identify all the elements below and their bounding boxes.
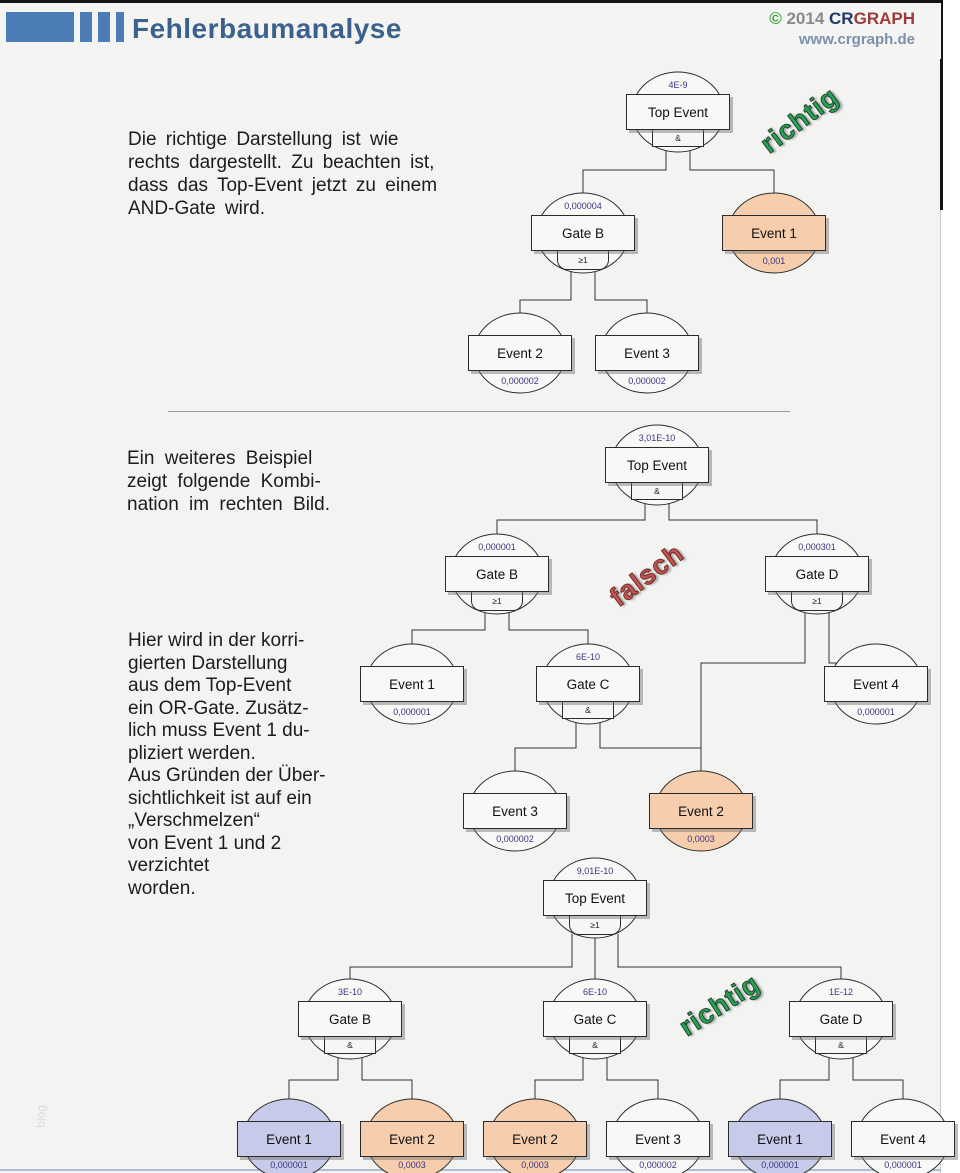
t2-gate-d-box: Gate D bbox=[765, 556, 869, 592]
t1-event-3-value: 0,000002 bbox=[628, 376, 666, 386]
paragraph-1: Die richtige Darstellung ist wie rechts … bbox=[128, 129, 438, 219]
page-bottom-rule bbox=[0, 1169, 941, 1171]
t3-event-4-value: 0,000001 bbox=[884, 1160, 922, 1170]
t1-top-event-box: Top Event bbox=[626, 94, 730, 130]
t1-and-gate-icon: & bbox=[652, 130, 704, 147]
t3-event-2b-box: Event 2 bbox=[483, 1121, 587, 1157]
section-divider bbox=[168, 411, 790, 412]
t1-event-2-value: 0,000002 bbox=[501, 376, 539, 386]
t1-event-1-value: 0,001 bbox=[762, 256, 786, 266]
t3-event-1b-box: Event 1 bbox=[728, 1121, 832, 1157]
t3-event-2a-value: 0,0003 bbox=[398, 1160, 426, 1170]
t1-top-value: 4E-9 bbox=[668, 80, 688, 90]
t1-event-1-box: Event 1 bbox=[722, 215, 826, 251]
t2-event-3-box: Event 3 bbox=[463, 793, 567, 829]
copyright-symbol: © bbox=[769, 9, 782, 28]
t2-event-2-value: 0,0003 bbox=[687, 834, 715, 844]
t3-event-1a-value: 0,000001 bbox=[270, 1160, 308, 1170]
t1-gate-b-box: Gate B bbox=[531, 215, 635, 251]
t3-event-3-box: Event 3 bbox=[606, 1121, 710, 1157]
page-title: Fehlerbaumanalyse bbox=[132, 13, 402, 44]
t2-event-3-value: 0,000002 bbox=[496, 834, 534, 844]
copyright: © 2014 CRGRAPH bbox=[769, 9, 915, 28]
t2-and-gate-icon: & bbox=[631, 483, 683, 500]
t3-gate-d-value: 1E-12 bbox=[828, 987, 854, 997]
website-link[interactable]: www.crgraph.de bbox=[798, 31, 915, 48]
t3-and-gate-c-icon: & bbox=[569, 1037, 621, 1054]
t3-top-value: 9,01E-10 bbox=[576, 866, 614, 876]
t3-and-gate-d-icon: & bbox=[815, 1037, 867, 1054]
t3-event-1b-value: 0,000001 bbox=[761, 1160, 799, 1170]
t3-gate-b-value: 3E-10 bbox=[337, 987, 363, 997]
t2-event-2-box: Event 2 bbox=[649, 793, 753, 829]
t2-top-event-box: Top Event bbox=[605, 447, 709, 483]
t3-event-2a-box: Event 2 bbox=[360, 1121, 464, 1157]
t2-or-gate-d-icon: ≥1 bbox=[791, 592, 843, 611]
logo-bar-small-2 bbox=[98, 12, 110, 42]
t3-event-4-box: Event 4 bbox=[851, 1121, 955, 1157]
t1-gate-b-value: 0,000004 bbox=[564, 201, 602, 211]
logo-bar-small-1 bbox=[80, 12, 92, 42]
t2-and-gate-c-icon: & bbox=[562, 702, 614, 719]
logo-bar-small-3 bbox=[116, 12, 124, 42]
t3-event-2b-value: 0,0003 bbox=[521, 1160, 549, 1170]
page-right-margin bbox=[940, 0, 960, 1173]
t2-event-4-value: 0,000001 bbox=[857, 707, 895, 717]
t3-gate-b-box: Gate B bbox=[298, 1001, 402, 1037]
t3-gate-d-box: Gate D bbox=[789, 1001, 893, 1037]
t1-event-3-box: Event 3 bbox=[595, 335, 699, 371]
t3-gate-c-value: 6E-10 bbox=[582, 987, 608, 997]
page-right-border bbox=[940, 0, 943, 210]
t2-gate-b-value: 0,000001 bbox=[478, 542, 516, 552]
t2-gate-d-value: 0,000301 bbox=[798, 542, 836, 552]
t1-or-gate-icon: ≥1 bbox=[557, 251, 609, 270]
t3-gate-c-box: Gate C bbox=[543, 1001, 647, 1037]
t2-event-1-box: Event 1 bbox=[360, 666, 464, 702]
t3-event-3-value: 0,000002 bbox=[639, 1160, 677, 1170]
paragraph-2: Ein weiteres Beispiel zeigt folgende Kom… bbox=[127, 448, 330, 515]
paragraph-3: Hier wird in der korri- gierten Darstell… bbox=[128, 630, 326, 899]
t2-gate-c-value: 6E-10 bbox=[575, 652, 601, 662]
header: Fehlerbaumanalyse © 2014 CRGRAPH www.crg… bbox=[0, 3, 941, 59]
t2-event-4-box: Event 4 bbox=[824, 666, 928, 702]
t3-top-event-box: Top Event bbox=[543, 880, 647, 916]
t3-or-gate-icon: ≥1 bbox=[569, 916, 621, 935]
t2-or-gate-b-icon: ≥1 bbox=[471, 592, 523, 611]
t2-gate-c-box: Gate C bbox=[536, 666, 640, 702]
t2-event-1-value: 0,000001 bbox=[393, 707, 431, 717]
t3-event-1a-box: Event 1 bbox=[237, 1121, 341, 1157]
t1-event-2-box: Event 2 bbox=[468, 335, 572, 371]
t2-top-value: 3,01E-10 bbox=[638, 433, 676, 443]
page-top-border bbox=[0, 0, 941, 3]
logo-bar-large bbox=[6, 12, 74, 42]
t2-gate-b-box: Gate B bbox=[445, 556, 549, 592]
t3-and-gate-b-icon: & bbox=[324, 1037, 376, 1054]
